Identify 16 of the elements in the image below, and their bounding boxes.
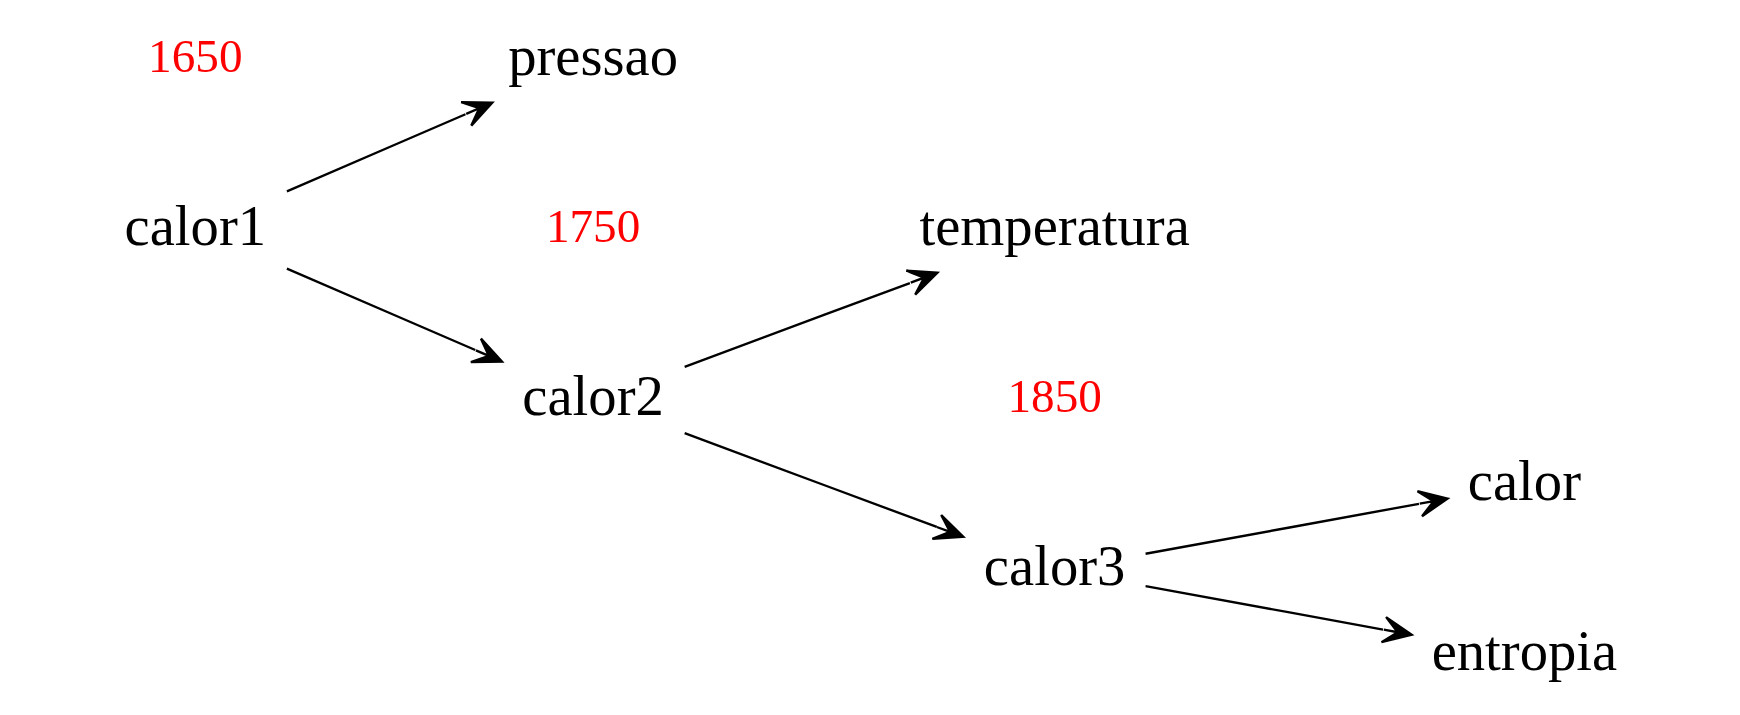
arrow: [683, 269, 938, 368]
node-text: pressao: [507, 24, 678, 87]
label: 1750: [545, 199, 640, 252]
arrow: [683, 432, 965, 541]
node-text: calor1: [124, 194, 266, 257]
node-text: calor: [1467, 449, 1581, 512]
node-text: entropia: [1431, 619, 1617, 682]
label: 1650: [147, 29, 243, 82]
node-text: calor3: [983, 534, 1125, 597]
node-text: calor2: [521, 364, 664, 427]
label: 1850: [1006, 369, 1102, 422]
arrow: [1144, 585, 1413, 644]
arrow: [285, 101, 493, 193]
arrow: [285, 267, 503, 364]
arrow: [1144, 489, 1449, 555]
node-text: temperatura: [918, 194, 1190, 257]
